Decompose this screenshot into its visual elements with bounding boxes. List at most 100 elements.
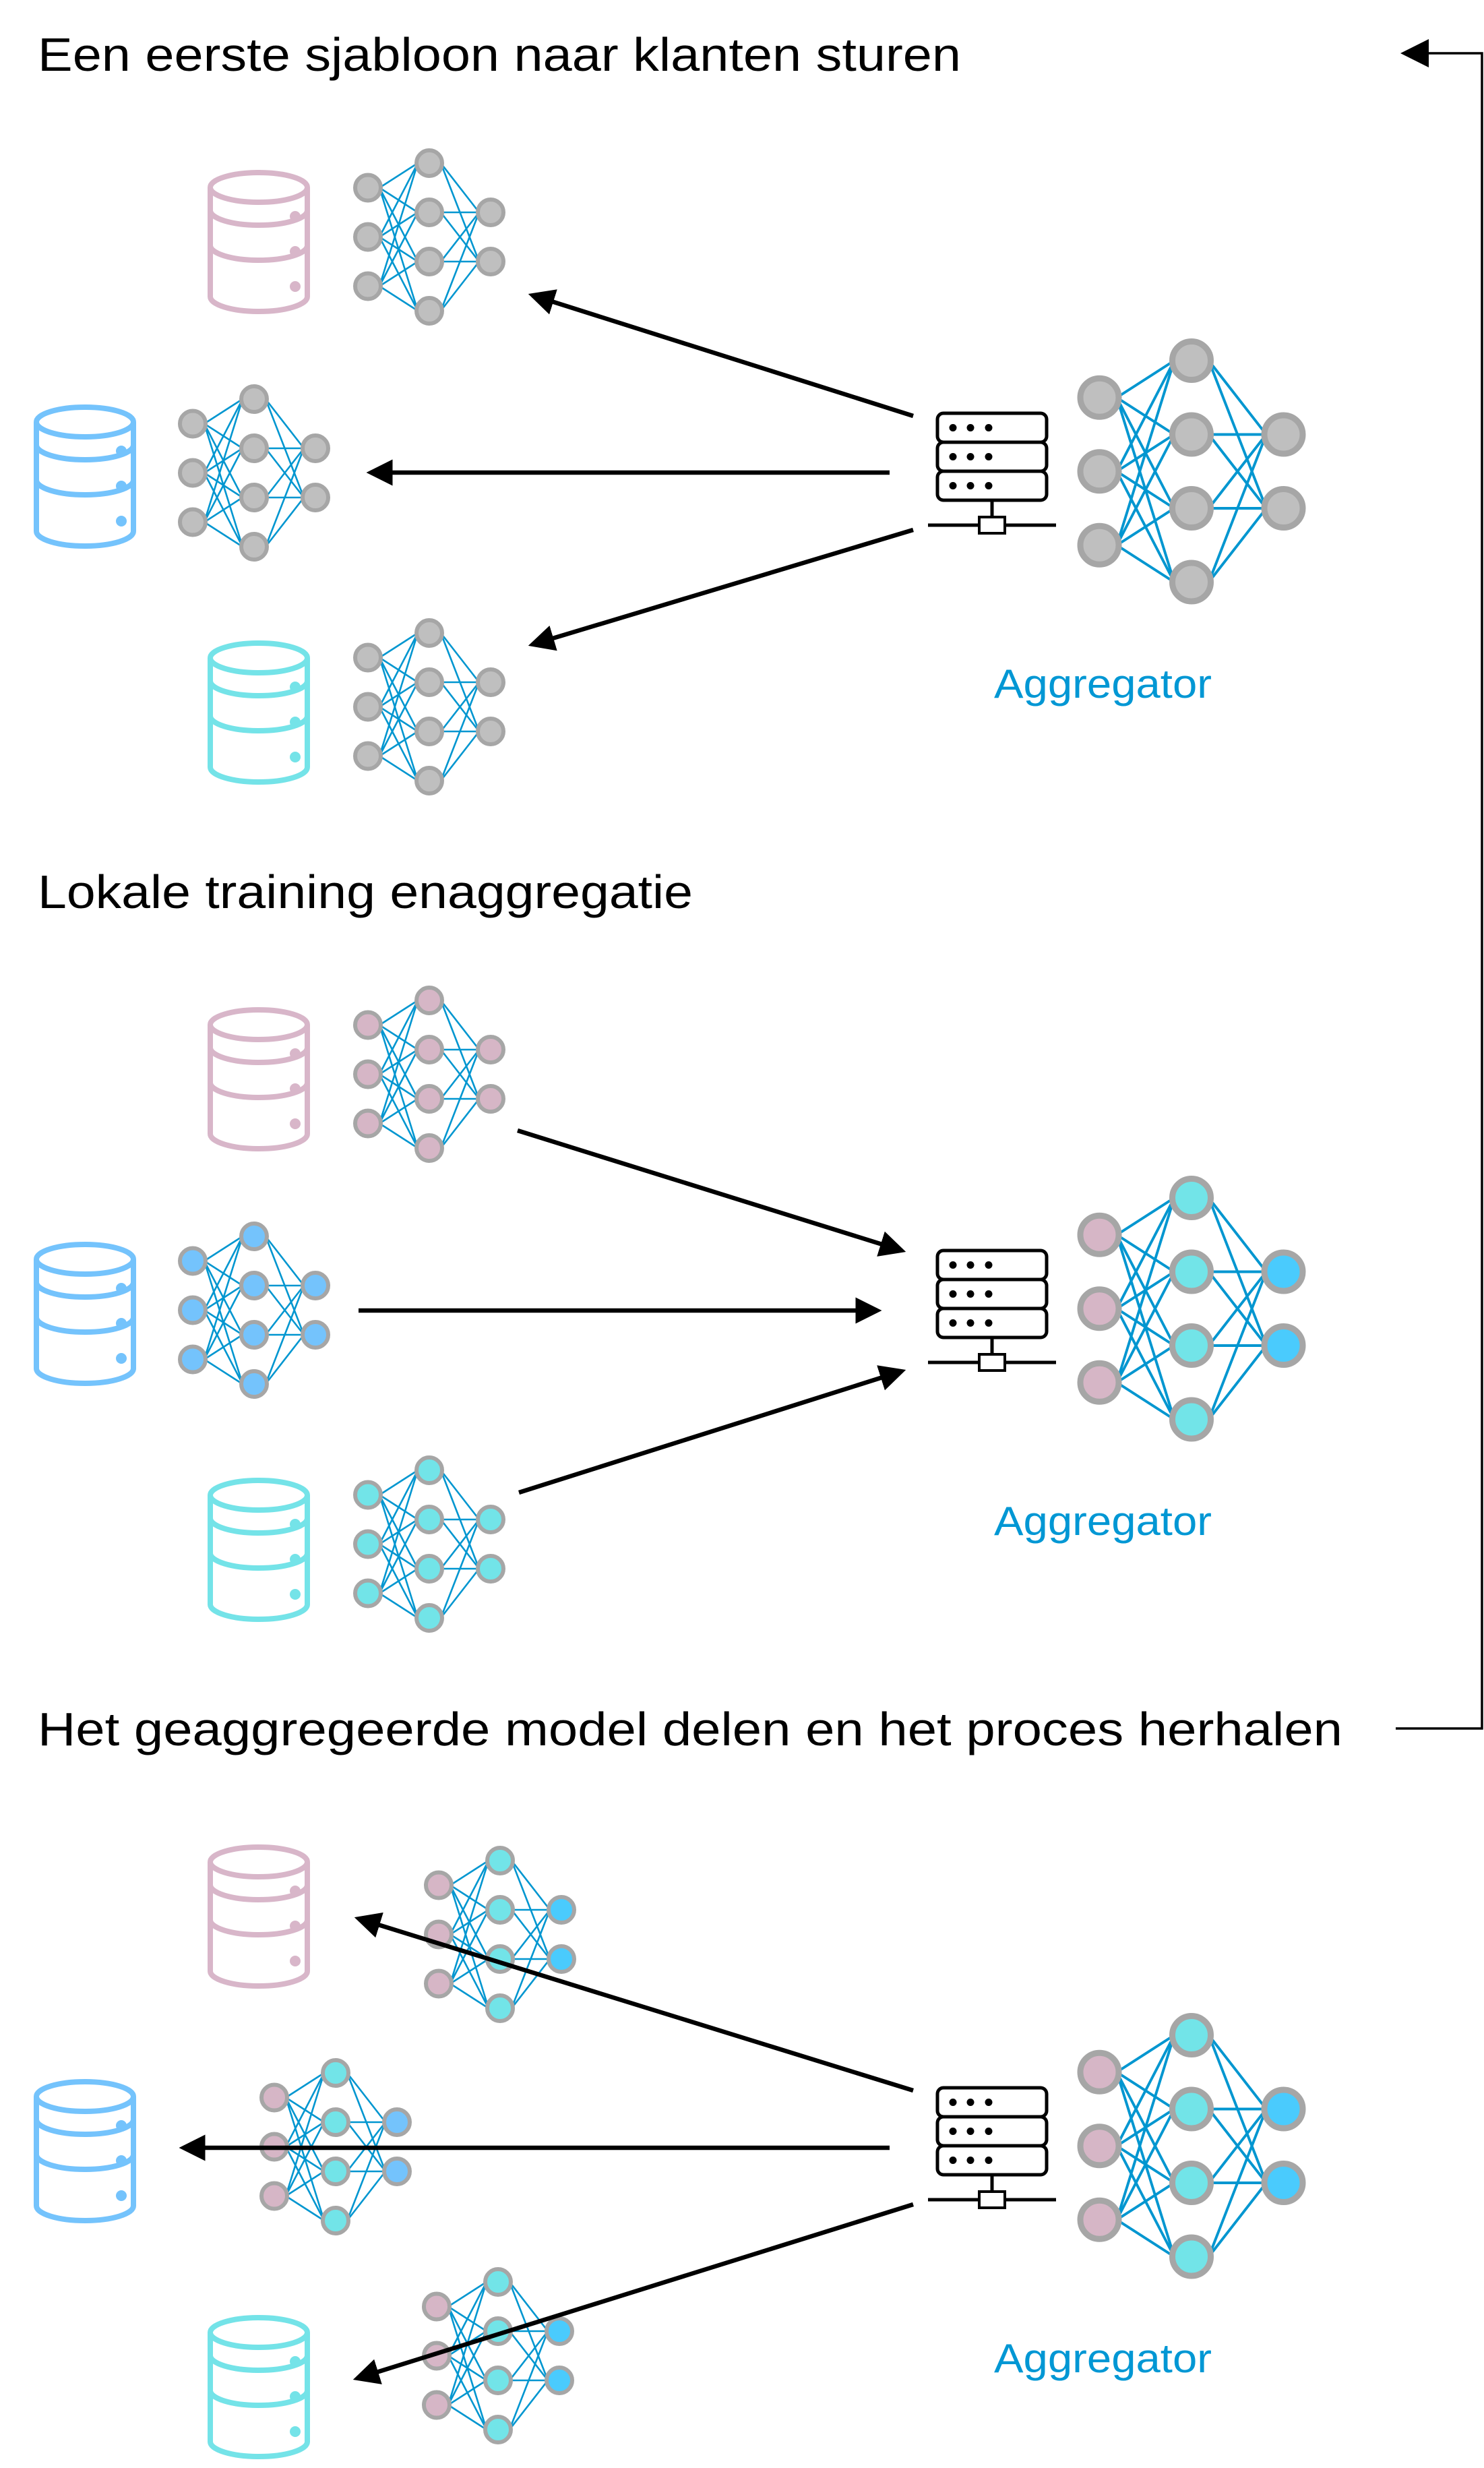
server-icon: [928, 2086, 1056, 2209]
network-edge: [440, 162, 480, 213]
client-model-teal: [353, 1455, 505, 1633]
network-edge: [440, 731, 480, 781]
network-edges: [203, 398, 305, 548]
database-top: [208, 170, 310, 205]
hidden-node: [1169, 2086, 1214, 2132]
hidden-node: [414, 247, 444, 276]
input-node: [178, 1246, 208, 1276]
database-top: [208, 1007, 310, 1042]
network-edge: [378, 1519, 419, 1594]
input-node: [353, 222, 383, 252]
database-band: [208, 1517, 310, 1536]
section-1: Een eerste sjabloon naar klanten sturen …: [34, 28, 1306, 795]
input-node: [1077, 2197, 1122, 2242]
network-edge: [378, 682, 419, 757]
database-led: [290, 2356, 301, 2367]
hidden-node: [414, 148, 444, 178]
input-node: [353, 741, 383, 771]
database-body: [208, 1862, 310, 1989]
database-led: [290, 1589, 301, 1600]
network-edge: [378, 1000, 419, 1124]
network-edges: [447, 2281, 549, 2431]
input-node: [259, 2181, 289, 2211]
aggregator-label: Aggregator: [994, 1499, 1212, 1544]
database-band: [208, 1884, 310, 1902]
server-led: [966, 482, 975, 489]
client-model-blue: [178, 384, 330, 562]
network-edge: [379, 1469, 419, 1496]
network-edge: [285, 2072, 325, 2099]
database-led: [290, 246, 301, 257]
database-band: [34, 2119, 136, 2137]
database-icon-client-teal: [208, 1478, 310, 1622]
network-edge: [1116, 2181, 1175, 2221]
network-edge: [265, 398, 305, 449]
feedback-loop-arrowhead: [1400, 39, 1429, 67]
network-edge: [378, 632, 419, 708]
hidden-node: [414, 198, 444, 227]
hidden-node: [239, 1222, 269, 1251]
hidden-node: [1169, 1249, 1214, 1294]
hidden-node: [483, 2366, 513, 2395]
network-edge: [439, 212, 481, 311]
hidden-node: [1169, 2161, 1214, 2205]
database-icon-client-pink: [208, 1007, 310, 1151]
hidden-node: [1169, 2013, 1214, 2057]
database-led: [116, 1353, 127, 1364]
database-band: [208, 2390, 310, 2408]
input-node: [1077, 2049, 1122, 2095]
database-led: [116, 446, 127, 456]
server-led: [949, 1261, 957, 1269]
section-1-graphics: [34, 148, 1306, 795]
network-edge: [204, 521, 243, 548]
section-2: Lokale training enaggregatie Aggregator: [34, 866, 1306, 1633]
network-edges: [378, 632, 481, 782]
network-edge: [204, 398, 243, 425]
network-edge: [1207, 433, 1268, 583]
input-node: [1077, 1360, 1122, 1405]
server-led: [949, 453, 957, 460]
client-model-pink: [424, 1846, 576, 2023]
input-node: [178, 1295, 208, 1325]
database-band: [208, 680, 310, 698]
input-node: [353, 173, 383, 203]
server-led: [985, 482, 993, 489]
hidden-node: [414, 986, 444, 1015]
arrow-to-client-teal: [528, 527, 914, 651]
hidden-node: [1169, 560, 1214, 605]
hidden-node: [239, 384, 269, 414]
network-edge: [204, 496, 243, 523]
network-edge: [378, 1470, 419, 1545]
network-edge: [265, 448, 305, 498]
network-edge: [449, 1860, 490, 1935]
section-2-graphics: [34, 986, 1306, 1633]
database-icon-client-teal: [208, 2315, 310, 2459]
output-node: [301, 1271, 330, 1300]
network-edge: [508, 2330, 549, 2430]
database-body: [208, 187, 310, 314]
database-led: [116, 2190, 127, 2201]
output-node: [1261, 2086, 1306, 2132]
network-edges: [203, 1235, 305, 1385]
database-led: [116, 2120, 127, 2131]
network-edge: [1116, 544, 1175, 584]
database-led: [290, 2391, 301, 2402]
aggregator-label: Aggregator: [994, 2336, 1212, 2381]
server-led: [949, 424, 957, 431]
database-band: [208, 245, 310, 263]
network-edge: [1116, 2034, 1175, 2074]
hidden-node: [485, 1993, 515, 2023]
network-edge: [1115, 2035, 1176, 2221]
network-edge: [284, 2121, 326, 2197]
server-led: [949, 2128, 957, 2135]
hidden-node: [321, 2058, 350, 2088]
database-led: [290, 1083, 301, 1094]
output-node: [545, 2366, 574, 2395]
hidden-node: [321, 2157, 350, 2186]
output-node: [476, 667, 505, 697]
aggregator-label: Aggregator: [994, 661, 1212, 706]
server-led: [985, 2099, 993, 2106]
network-edge: [264, 1285, 305, 1385]
network-edge: [440, 261, 480, 311]
network-edges: [449, 1859, 551, 2010]
